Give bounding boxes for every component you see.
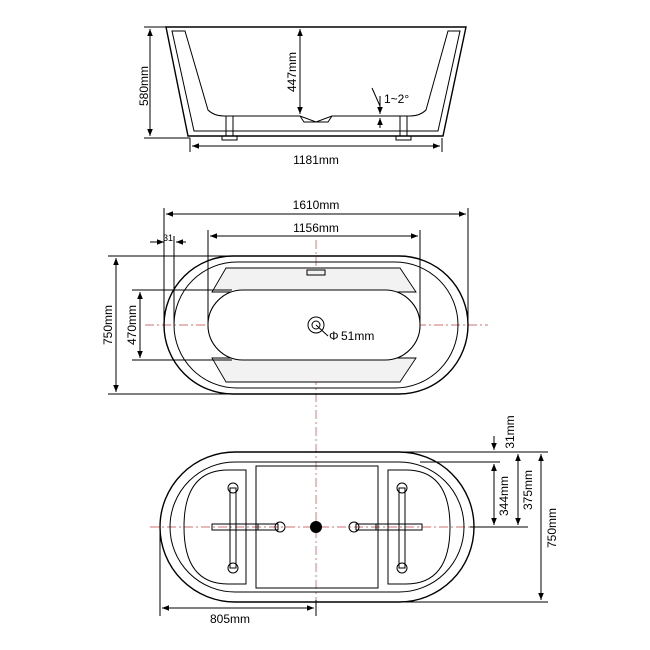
drain-symbol: Φ [329, 329, 339, 343]
bottom-inner-rim [169, 461, 465, 593]
bottom-rim-label: 31mm [503, 415, 517, 448]
dim-1181-label: 1181mm [293, 153, 339, 167]
drain-diameter-label: 51mm [341, 329, 374, 343]
dim-470-label: 470mm [125, 305, 139, 345]
top-inner-rim [173, 261, 459, 389]
dim-1610-label: 1610mm [293, 198, 340, 212]
side-outer-shell [165, 26, 467, 137]
top-drain-outer [307, 316, 325, 334]
bottom-view: 31mm 344mm 375mm 750mm 805mm [150, 410, 559, 626]
top-overflow [306, 269, 326, 276]
side-inner-basin [171, 30, 461, 132]
bottom-left-rail [211, 482, 286, 574]
top-drain-inner [311, 320, 321, 330]
dim-580-label: 580mm [137, 66, 151, 106]
bottom-left-panel [183, 469, 247, 585]
slope-label: 1~2° [384, 92, 409, 106]
top-rim-label: 31 [163, 233, 173, 243]
dim-344-label: 344mm [497, 476, 511, 516]
dim-805-label: 805mm [210, 612, 250, 626]
dim-750-bottom-label: 750mm [545, 508, 559, 548]
side-view: 580mm 447mm 1~2° 1181mm [137, 26, 467, 167]
side-legs [221, 116, 412, 141]
dim-750-top-label: 750mm [101, 305, 115, 345]
dim-375-label: 375mm [521, 470, 535, 510]
bottom-drain [310, 521, 322, 533]
dim-447-label: 447mm [285, 52, 299, 92]
side-drain [299, 115, 333, 123]
bottom-right-panel [387, 469, 451, 585]
bottom-right-rail [348, 482, 423, 574]
dim-1156-label: 1156mm [293, 221, 339, 235]
top-view: Φ 51mm 1610mm 31 1156mm 750mm 470mm [101, 198, 488, 410]
top-facets [207, 267, 421, 383]
